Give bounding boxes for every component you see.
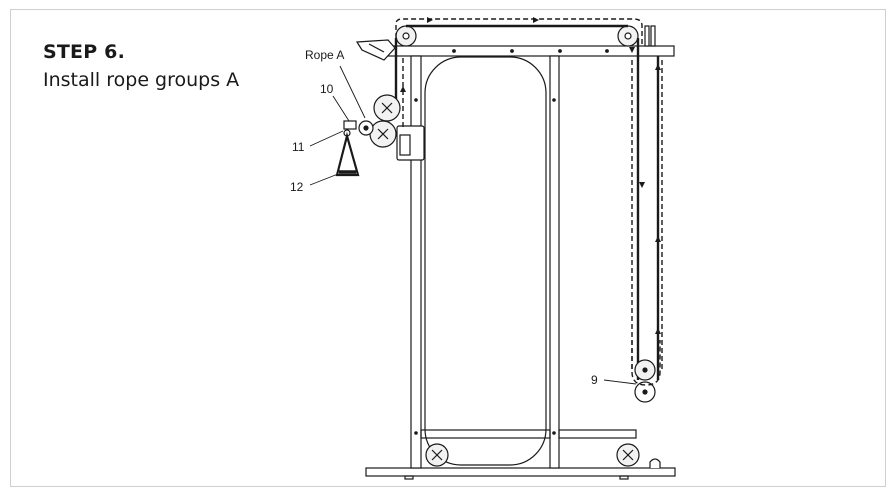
top-right-pulley bbox=[617, 25, 639, 47]
direction-arrow bbox=[400, 17, 661, 334]
inner-frame bbox=[424, 56, 547, 466]
base-pulley-left bbox=[425, 443, 449, 467]
rope-routing-path bbox=[395, 18, 663, 386]
left-pulley-lower bbox=[369, 120, 397, 148]
base-pulley-right bbox=[616, 443, 640, 467]
left-upright bbox=[410, 55, 422, 469]
left-pulley-large bbox=[373, 94, 401, 122]
right-upright bbox=[549, 55, 560, 469]
bottom-pulley-lower bbox=[634, 381, 656, 403]
crossbar bbox=[558, 429, 637, 439]
base-rail bbox=[365, 467, 676, 480]
rope-a bbox=[394, 24, 660, 380]
label-part-9: 9 bbox=[591, 373, 598, 387]
top-left-bracket bbox=[355, 39, 396, 61]
label-part-11: 11 bbox=[292, 140, 305, 154]
leader-lines bbox=[309, 65, 637, 385]
snap-clip bbox=[343, 120, 357, 137]
label-part-10: 10 bbox=[320, 82, 334, 96]
guide-post bbox=[644, 25, 656, 47]
crossbar bbox=[420, 429, 551, 439]
label-part-12: 12 bbox=[290, 180, 304, 194]
base-anchor bbox=[649, 458, 661, 468]
step-subtitle: Install rope groups A bbox=[43, 69, 240, 91]
label-rope-a: Rope A bbox=[305, 48, 344, 62]
pulley-small bbox=[358, 120, 374, 136]
step-title: STEP 6. bbox=[43, 41, 126, 63]
top-left-pulley bbox=[395, 25, 417, 47]
handle bbox=[335, 131, 360, 177]
left-carriage bbox=[396, 125, 425, 161]
bottom-pulley-upper bbox=[634, 359, 656, 381]
